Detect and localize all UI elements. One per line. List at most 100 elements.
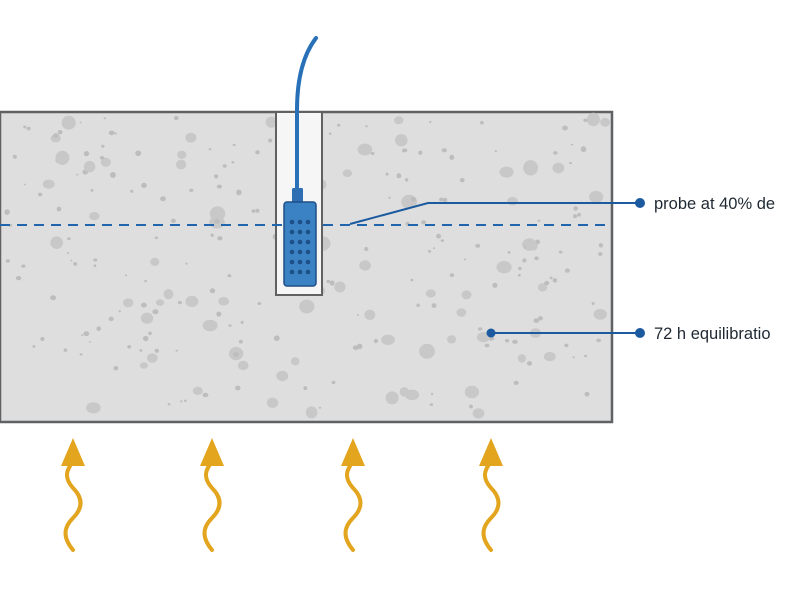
aggregate-particle <box>370 152 375 155</box>
aggregate-particle <box>209 288 216 294</box>
aggregate-particle <box>57 130 63 135</box>
aggregate-particle <box>494 150 497 153</box>
aggregate-particle <box>469 404 473 409</box>
aggregate-particle <box>553 151 558 155</box>
aggregate-particle <box>564 343 569 348</box>
aggregate-particle <box>202 319 218 332</box>
aggregate-particle <box>118 310 121 313</box>
aggregate-particle <box>405 389 420 401</box>
aggregate-particle <box>63 348 68 352</box>
aggregate-particle <box>373 338 379 344</box>
aggregate-particle <box>431 303 437 308</box>
aggregate-particle <box>456 308 467 317</box>
moisture-arrow-icon <box>61 438 85 552</box>
aggregate-particle <box>100 157 111 167</box>
aggregate-particle <box>189 188 194 192</box>
aggregate-particle <box>144 279 147 283</box>
aggregate-particle <box>12 154 17 159</box>
aggregate-particle <box>447 335 457 344</box>
probe-depth-label: probe at 40% de <box>654 195 775 213</box>
aggregate-particle <box>185 262 188 265</box>
aggregate-particle <box>429 403 434 406</box>
aggregate-particle <box>418 150 423 155</box>
aggregate-particle <box>419 343 435 359</box>
aggregate-particle <box>523 160 538 176</box>
aggregate-particle <box>425 289 436 298</box>
aggregate-particle <box>461 290 472 300</box>
aggregate-particle <box>552 162 565 174</box>
probe-vent-holes <box>289 219 311 275</box>
aggregate-particle <box>562 125 568 131</box>
aggregate-particle <box>216 311 222 317</box>
aggregate-particle <box>364 309 376 320</box>
aggregate-particle <box>192 386 203 395</box>
aggregate-particle <box>499 166 514 178</box>
aggregate-particle <box>83 160 96 173</box>
aggregate-particle <box>50 236 63 249</box>
moisture-arrows <box>61 438 503 552</box>
aggregate-particle <box>522 238 537 251</box>
probe-vent-hole <box>297 249 303 255</box>
probe-vent-hole <box>305 259 311 265</box>
aggregate-particle <box>257 302 262 305</box>
aggregate-particle <box>42 179 55 189</box>
aggregate-particle <box>442 197 448 203</box>
aggregate-particle <box>214 174 219 179</box>
aggregate-particle <box>385 391 399 405</box>
aggregate-particle <box>228 324 232 327</box>
aggregate-particle <box>544 280 550 286</box>
probe-vent-hole <box>305 229 311 235</box>
aggregate-particle <box>152 309 159 315</box>
aggregate-particle <box>5 259 10 263</box>
aggregate-particle <box>570 143 574 146</box>
probe-vent-hole <box>289 239 295 245</box>
aggregate-particle <box>202 392 209 398</box>
aggregate-particle <box>265 116 278 128</box>
aggregate-particle <box>232 143 236 147</box>
aggregate-particle <box>329 280 335 286</box>
aggregate-particle <box>552 278 558 283</box>
aggregate-particle <box>476 332 491 343</box>
probe-vent-hole <box>289 249 295 255</box>
aggregate-particle <box>185 132 197 143</box>
aggregate-particle <box>276 370 289 382</box>
aggregate-particle <box>395 134 408 147</box>
aggregate-particle <box>148 331 152 336</box>
aggregate-particle <box>534 256 539 261</box>
aggregate-particle <box>32 345 36 348</box>
aggregate-particle <box>238 339 243 344</box>
aggregate-particle <box>214 218 220 224</box>
aggregate-particle <box>430 392 434 396</box>
aggregate-particle <box>208 148 212 151</box>
aggregate-particle <box>114 132 117 135</box>
aggregate-particle <box>50 295 56 301</box>
aggregate-particle <box>385 172 389 176</box>
aggregate-particle <box>154 236 159 240</box>
aggregate-particle <box>217 236 223 241</box>
aggregate-particle <box>23 183 26 186</box>
aggregate-particle <box>584 354 588 358</box>
aggregate-particle <box>537 316 543 321</box>
aggregate-particle <box>237 360 249 371</box>
aggregate-particle <box>404 178 409 182</box>
aggregate-particle <box>522 258 527 263</box>
probe-vent-hole <box>289 229 295 235</box>
aggregate-particle <box>537 219 541 222</box>
aggregate-particle <box>477 327 483 331</box>
aggregate-particle <box>472 408 485 419</box>
aggregate-particle <box>79 121 82 124</box>
aggregate-particle <box>357 143 373 156</box>
aggregate-particle <box>586 112 600 127</box>
aggregate-particle <box>89 212 100 221</box>
aggregate-particle <box>173 115 179 121</box>
aggregate-particle <box>135 150 142 157</box>
aggregate-particle <box>517 354 527 363</box>
aggregate-particle <box>394 116 404 125</box>
moisture-arrow-icon <box>479 438 503 552</box>
aggregate-particle <box>593 308 607 320</box>
probe-vent-hole <box>289 259 295 265</box>
aggregate-particle <box>598 252 603 256</box>
aggregate-particle <box>231 161 235 164</box>
aggregate-particle <box>558 250 563 254</box>
